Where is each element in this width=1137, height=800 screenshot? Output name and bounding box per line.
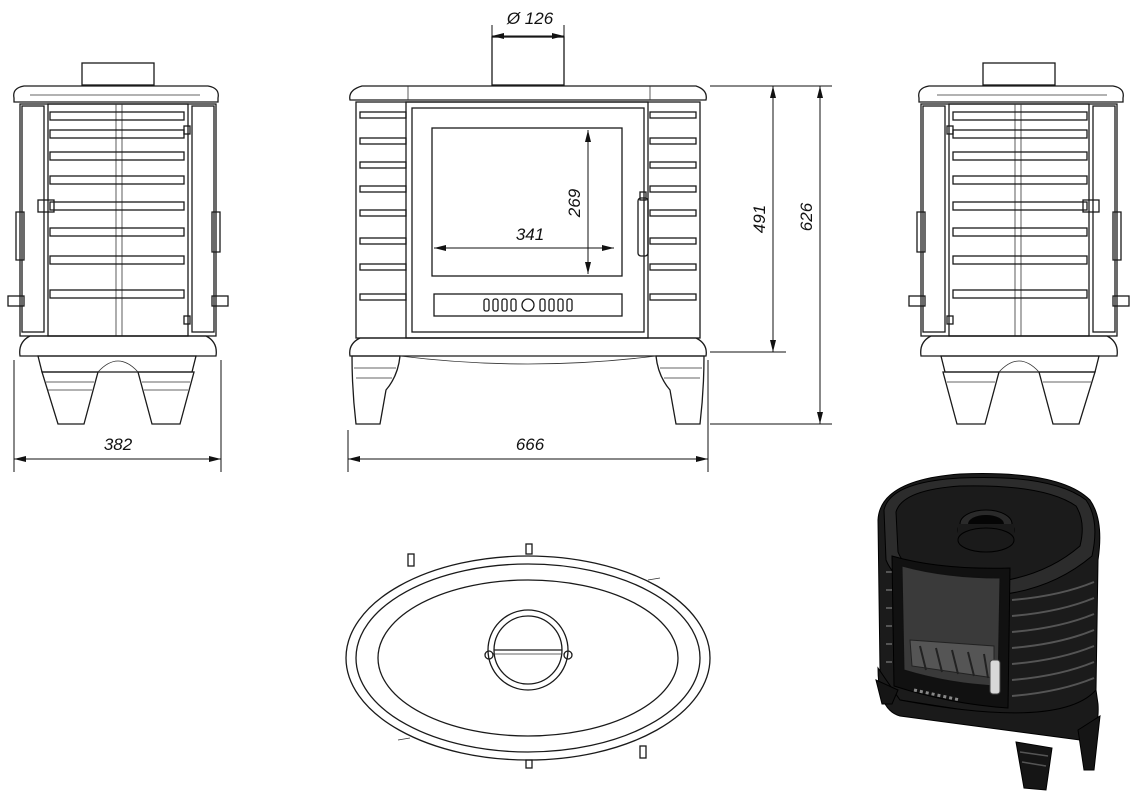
side-width-label: 382 [104,435,133,454]
top-view [345,543,711,769]
body-ribs [49,111,185,299]
glass-width-label: 341 [516,225,544,244]
front-view [349,36,707,425]
perspective-ribs [886,571,1095,697]
side-view-right-drawing [908,62,1130,425]
total-height-label: 626 [797,202,816,231]
glass-height-label: 269 [565,188,584,218]
body-height-label: 491 [750,205,769,233]
dimension-front-width: 666 [347,360,709,472]
dimension-glass-width: 341 [434,225,614,251]
flue-diameter-label: Ø 126 [506,9,554,28]
perspective-view [875,473,1101,791]
front-width-label: 666 [516,435,545,454]
dimension-flue-diameter: Ø 126 [491,9,565,40]
dimension-side-width: 382 [13,360,222,472]
dimension-body-height: 491 [710,85,786,353]
dimension-glass-height: 269 [565,130,591,274]
air-vents [483,298,573,312]
front-ribs-left [359,111,407,301]
side-view-left [7,62,229,425]
front-ribs-right [649,111,697,301]
dimension-total-height: 626 [710,85,832,425]
